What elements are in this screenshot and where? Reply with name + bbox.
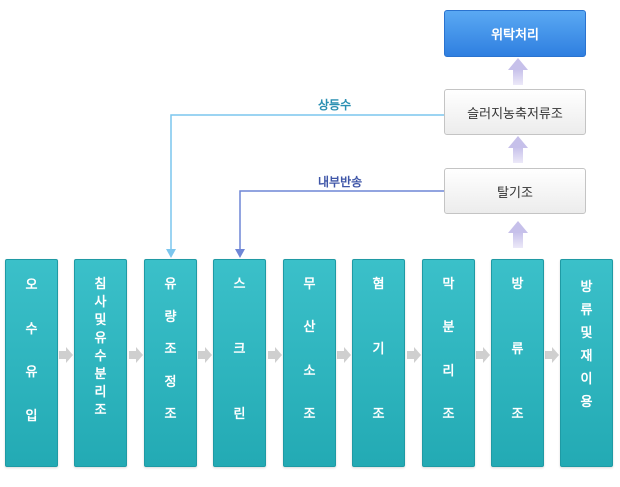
box-char: 분: [442, 320, 455, 336]
box-char: 유: [94, 331, 107, 346]
equalization-box: 유 량 조 정 조: [144, 259, 197, 467]
box-char: 이: [580, 372, 593, 387]
flow-arrow-5: [337, 347, 351, 363]
inflow-box: 오 수 유 입: [5, 259, 58, 467]
box-char: 유: [25, 365, 38, 381]
box-char: 재: [580, 349, 593, 364]
box-char: 기: [372, 342, 385, 357]
flow-arrow-8: [545, 347, 559, 363]
box-char: 린: [233, 407, 246, 422]
box-char: 용: [580, 395, 593, 410]
supernatant-arrowhead: [166, 249, 176, 258]
box-char: 침: [94, 277, 107, 292]
sludge-thickening-box: 슬러지농축저류조: [444, 89, 586, 135]
flow-arrow-1: [59, 347, 73, 363]
consignment-box: 위탁처리: [444, 10, 586, 57]
box-char: 조: [164, 342, 177, 357]
box-char: 조: [94, 403, 107, 418]
box-char: 리: [442, 363, 455, 379]
box-char: 류: [580, 303, 593, 318]
supernatant-return-line: [170, 114, 444, 250]
discharge-box: 방 류 조: [491, 259, 544, 467]
box-char: 방: [511, 277, 524, 292]
box-char: 정: [164, 374, 177, 390]
flow-arrow-2: [129, 347, 143, 363]
flow-arrow-4: [268, 347, 282, 363]
box-char: 입: [25, 408, 38, 424]
box-char: 량: [164, 309, 177, 325]
up-arrow-2: [508, 136, 528, 163]
internal-return-line: [239, 190, 444, 250]
box-char: 혐: [372, 277, 385, 292]
box-char: 오: [25, 278, 38, 293]
box-char: 및: [580, 326, 593, 341]
box-char: 수: [94, 349, 107, 364]
flow-arrow-7: [476, 347, 490, 363]
box-char: 분: [94, 367, 107, 382]
box-char: 조: [511, 407, 524, 422]
box-char: 조: [164, 407, 177, 422]
box-char: 유: [164, 277, 177, 292]
box-char: 무: [303, 277, 316, 292]
aerobic-box: 혐 기 조: [352, 259, 405, 467]
box-char: 조: [303, 406, 316, 422]
box-char: 리: [94, 385, 107, 400]
dewatering-box: 탈기조: [444, 168, 586, 214]
screen-box: 스 크 린: [213, 259, 266, 467]
box-char: 류: [511, 342, 524, 357]
box-char: 조: [372, 407, 385, 422]
box-char: 막: [442, 277, 455, 292]
up-arrow-1: [508, 58, 528, 85]
box-char: 수: [25, 321, 38, 337]
flow-arrow-3: [198, 347, 212, 363]
box-char: 조: [442, 406, 455, 422]
grit-separation-box: 침 사 및 유 수 분 리 조: [74, 259, 127, 467]
box-char: 크: [233, 342, 246, 357]
up-arrow-3: [508, 221, 528, 248]
anoxic-box: 무 산 소 조: [283, 259, 336, 467]
box-char: 방: [580, 280, 593, 295]
box-char: 산: [303, 320, 316, 336]
box-char: 사: [94, 295, 107, 310]
internal-return-arrowhead: [235, 249, 245, 258]
internal-return-label: 내부반송: [318, 175, 363, 189]
discharge-reuse-box: 방 류 및 재 이 용: [560, 259, 613, 467]
membrane-separation-box: 막 분 리 조: [422, 259, 475, 467]
box-char: 및: [94, 313, 107, 328]
box-char: 스: [233, 277, 246, 292]
flow-arrow-6: [407, 347, 421, 363]
supernatant-label: 상등수: [318, 98, 352, 112]
box-char: 소: [303, 363, 316, 379]
